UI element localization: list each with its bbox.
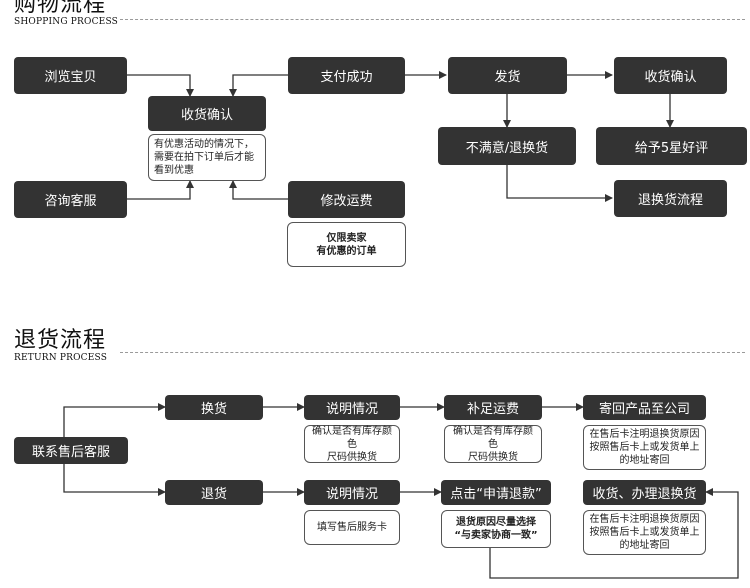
shopping-divider (120, 19, 745, 20)
arrow-loop-to-receive (489, 488, 739, 579)
node-explain-1: 说明情况 (304, 395, 400, 420)
node-receive-confirm: 收货确认 (614, 57, 727, 94)
note-discount: 有优惠活动的情况下，需要在拍下订单后才能看到优惠 (148, 134, 266, 181)
node-browse: 浏览宝贝 (14, 57, 127, 94)
node-modify-shipping: 修改运费 (288, 181, 405, 218)
note-confirm-stock-2: 确认是否有库存颜色 尺码供换货 (444, 425, 542, 463)
note-reason: 退货原因尽量选择 “与卖家协商一致” (441, 510, 551, 548)
arrow-service-to-exchange (63, 403, 166, 437)
node-five-star: 给予5星好评 (596, 127, 747, 165)
node-apply-refund: 点击“申请退款” (441, 480, 551, 505)
arrow-consult-to-confirm (127, 180, 194, 200)
return-title-en: RETURN PROCESS (14, 353, 108, 363)
node-exchange: 换货 (165, 395, 263, 420)
note-confirm-stock-1: 确认是否有库存颜色 尺码供换货 (304, 425, 400, 463)
node-explain-2: 说明情况 (304, 480, 400, 505)
return-title-cn: 退货流程 (14, 328, 107, 353)
node-confirm-receipt: 收货确认 (148, 96, 266, 131)
node-unsatisfied: 不满意/退换货 (438, 127, 576, 165)
node-exchange-process: 退换货流程 (614, 180, 727, 217)
shopping-title-cn: 购物流程 (14, 0, 107, 17)
node-receive-process: 收货、办理退换货 (583, 480, 706, 505)
node-ship: 发货 (448, 57, 567, 94)
shopping-title-en: SHOPPING PROCESS (14, 17, 119, 27)
shopping-title: 购物流程 SHOPPING PROCESS (14, 0, 118, 27)
arrow-browse-to-confirm (127, 74, 194, 97)
arrow-unsatisfied-to-exchange (506, 165, 613, 202)
note-aftersale-1: 在售后卡注明退换货原因 按照售后卡上或发货单上 的地址寄回 (583, 425, 706, 470)
note-seller-only: 仅限卖家 有优惠的订单 (287, 222, 406, 267)
arrow-pay-to-confirm (229, 74, 288, 97)
node-pay-shipping: 补足运费 (444, 395, 542, 420)
return-divider (120, 352, 745, 353)
return-title: 退货流程 RETURN PROCESS (14, 328, 108, 364)
note-aftersale-2: 在售后卡注明退换货原因 按照售后卡上或发货单上 的地址寄回 (583, 510, 706, 555)
node-pay-success: 支付成功 (288, 57, 405, 94)
note-fill-card: 填写售后服务卡 (304, 510, 400, 545)
node-send-back: 寄回产品至公司 (583, 395, 706, 420)
arrow-service-to-return (63, 464, 166, 496)
node-contact-service: 联系售后客服 (14, 437, 128, 464)
arrow-modify-to-confirm (229, 180, 288, 200)
node-return: 退货 (165, 480, 263, 505)
node-consult: 咨询客服 (14, 181, 127, 218)
